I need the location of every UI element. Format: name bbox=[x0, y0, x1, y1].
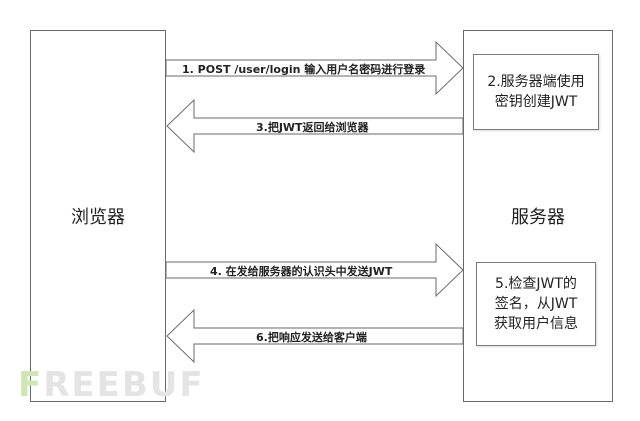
note-create-jwt: 2.服务器端使用 密钥创建JWT bbox=[473, 54, 599, 130]
watermark-first-letter: F bbox=[18, 365, 44, 405]
arrow-step-6: 6.把响应发送给客户端 bbox=[166, 308, 464, 364]
watermark-rest: REEBUF bbox=[43, 365, 205, 405]
arrow-step-1: 1. POST /user/login 输入用户名密码进行登录 bbox=[165, 40, 464, 96]
arrow-step-3-label: 3.把JWT返回给浏览器 bbox=[256, 121, 369, 134]
arrow-step-4-label: 4. 在发给服务器的认识头中发送JWT bbox=[210, 265, 393, 278]
browser-label: 浏览器 bbox=[71, 207, 125, 228]
arrow-step-3: 3.把JWT返回给浏览器 bbox=[166, 98, 464, 154]
arrow-step-6-label: 6.把响应发送给客户端 bbox=[256, 331, 367, 344]
note-check-jwt-line-2: 签名，从JWT bbox=[494, 296, 578, 312]
note-check-jwt-line-1: 5.检查JWT的 bbox=[495, 276, 577, 292]
arrow-step-4: 4. 在发给服务器的认识头中发送JWT bbox=[165, 242, 464, 298]
arrow-step-4-shape bbox=[165, 242, 464, 298]
note-check-jwt: 5.检查JWT的 签名，从JWT 获取用户信息 bbox=[476, 262, 596, 346]
arrow-step-6-shape bbox=[166, 308, 464, 364]
server-label: 服务器 bbox=[511, 207, 565, 228]
arrow-step-1-label: 1. POST /user/login 输入用户名密码进行登录 bbox=[182, 63, 426, 76]
note-create-jwt-line-2: 密钥创建JWT bbox=[494, 94, 578, 110]
note-create-jwt-line-1: 2.服务器端使用 bbox=[487, 74, 585, 90]
arrow-step-1-shape bbox=[165, 40, 464, 96]
freebuf-watermark: FREEBUF bbox=[18, 365, 205, 405]
browser-box: 浏览器 bbox=[30, 30, 166, 402]
arrow-step-3-shape bbox=[166, 98, 464, 154]
note-check-jwt-line-3: 获取用户信息 bbox=[494, 316, 578, 332]
